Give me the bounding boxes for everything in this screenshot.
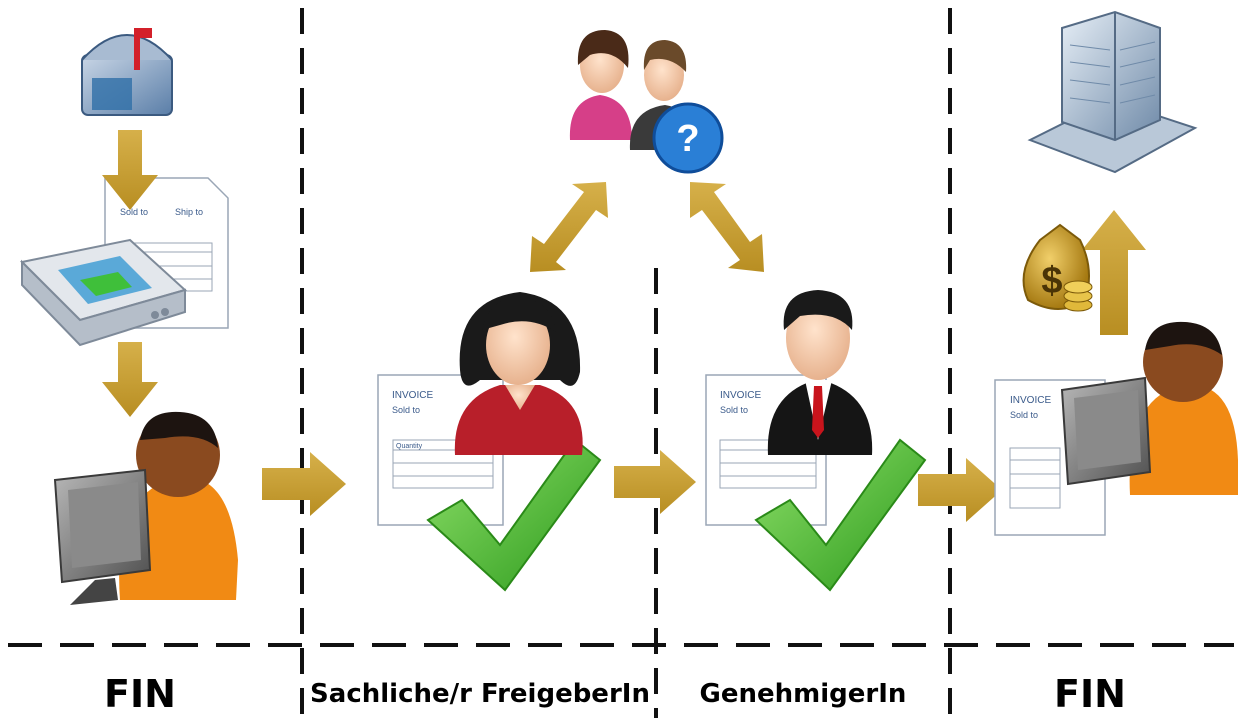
clerk-computer-icon: [1060, 321, 1238, 495]
invoice-sold-to: Sold to: [720, 405, 748, 415]
checkmark-icon: [754, 438, 927, 592]
mailbox-icon: [81, 28, 173, 116]
lane-label-fin-left: FIN: [104, 672, 176, 716]
svg-text:$: $: [1041, 260, 1062, 302]
scanner-icon: [19, 238, 188, 347]
double-arrow-right: [690, 182, 764, 272]
invoice-col-quantity: Quantity: [396, 443, 423, 450]
arrow-down-2: [102, 342, 158, 417]
lane-label-approver: GenehmigerIn: [699, 679, 907, 709]
svg-text:?: ?: [676, 118, 699, 160]
arrow-right-1: [262, 452, 346, 516]
businesswoman-icon: [454, 292, 583, 455]
invoice-sold-to: Sold to: [392, 405, 420, 415]
businessman-icon: [767, 290, 873, 455]
arrow-down-1: [102, 130, 158, 210]
users-question-icon: ?: [569, 30, 724, 174]
building-icon: [1027, 10, 1198, 174]
arrow-up: [1082, 210, 1146, 335]
arrow-right-3: [918, 458, 1002, 522]
arrow-right-2: [614, 450, 696, 514]
lane-label-factual-approver: Sachliche/r FreigeberIn: [310, 679, 650, 709]
invoice-title: INVOICE: [392, 390, 433, 401]
double-arrow-left: [530, 182, 608, 272]
clerk-computer-icon: [53, 411, 238, 605]
invoice-title: INVOICE: [1010, 395, 1051, 406]
invoice-sold-to: Sold to: [120, 207, 148, 217]
invoice-sold-to: Sold to: [1010, 410, 1038, 420]
lane-label-fin-right: FIN: [1054, 672, 1126, 716]
invoice-ship-to: Ship to: [175, 207, 203, 217]
invoice-title: INVOICE: [720, 390, 761, 401]
money-bag-icon: $: [1022, 223, 1093, 312]
